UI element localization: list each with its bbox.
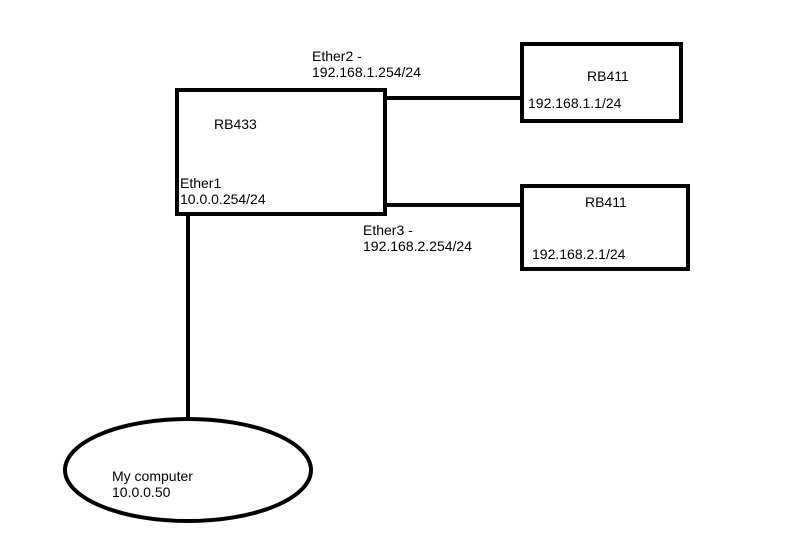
computer-ellipse (63, 417, 313, 523)
rb411-bottom-ip: 192.168.2.1/24 (532, 246, 626, 262)
computer-name: My computer (112, 468, 193, 484)
ether3-label-line2: 192.168.2.254/24 (363, 238, 472, 254)
rb411-top-box (520, 42, 683, 123)
rb411-bottom-box (520, 184, 690, 271)
rb411-top-ip: 192.168.1.1/24 (528, 95, 622, 111)
rb411-bottom-name: RB411 (585, 194, 627, 210)
rb411-top-name: RB411 (587, 68, 629, 84)
ether2-label-line1: Ether2 - (312, 48, 362, 64)
ether2-label-line2: 192.168.1.254/24 (312, 64, 421, 80)
ether3-label-line1: Ether3 - (363, 222, 413, 238)
rb433-ether1-label: Ether1 (180, 175, 222, 191)
computer-ip: 10.0.0.50 (112, 484, 171, 500)
rb433-box (175, 88, 387, 216)
rb433-name: RB433 (214, 116, 257, 132)
rb433-ether1-ip: 10.0.0.254/24 (180, 191, 266, 207)
